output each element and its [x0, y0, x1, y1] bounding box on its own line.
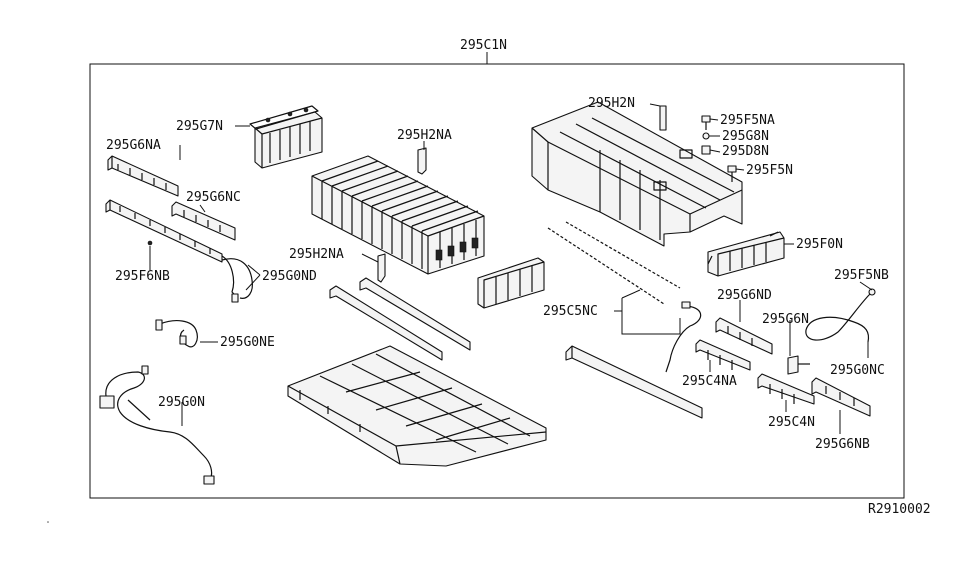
part-295g7n-bracket [249, 105, 323, 169]
label-top-295c1n: 295C1N [460, 38, 507, 53]
part-side-rail [565, 345, 703, 419]
part-long-rods [329, 277, 471, 361]
part-295g6na-bracket [107, 155, 179, 197]
part-lower-tray [287, 345, 547, 467]
leader-lines [149, 103, 873, 434]
part-295g6nd-bracket [715, 317, 773, 355]
part-battery-module-stack [311, 155, 485, 275]
label-295g8n: 295G8N [722, 129, 769, 144]
part-295g6nc-bracket [171, 201, 236, 241]
label-295c5nc: 295C5NC [543, 304, 598, 319]
part-295f0n-bracket [707, 231, 785, 277]
label-295c4n: 295C4N [768, 415, 815, 430]
label-295g0nd: 295G0ND [262, 269, 317, 284]
label-295h2na-mid: 295H2NA [289, 247, 344, 262]
label-295f6nb: 295F6NB [115, 269, 170, 284]
label-295c4na: 295C4NA [682, 374, 737, 389]
part-295c4n-bracket [757, 373, 815, 405]
label-295f0n: 295F0N [796, 237, 843, 252]
part-295c5nc-chains [547, 221, 681, 305]
label-295g0n: 295G0N [158, 395, 205, 410]
label-295f5n: 295F5N [746, 163, 793, 178]
part-295f6nb-rail [105, 199, 239, 303]
corner-dot [47, 521, 49, 523]
part-295g0n-harness [99, 365, 215, 485]
label-295g0ne: 295G0NE [220, 335, 275, 350]
diagram-frame [89, 63, 905, 499]
label-295d8n: 295D8N [722, 144, 769, 159]
reference-code: R2910002 [868, 502, 931, 517]
label-295f5na: 295F5NA [720, 113, 775, 128]
label-295g7n: 295G7N [176, 119, 223, 134]
part-295g0ne-harness [155, 319, 198, 348]
part-center-harness [665, 301, 702, 373]
label-295g6nc: 295G6NC [186, 190, 241, 205]
part-295g6nb-bracket [811, 377, 871, 417]
part-295c1n-upper-case [531, 101, 743, 247]
label-295g0nc: 295G0NC [830, 363, 885, 378]
label-295h2n: 295H2N [588, 96, 635, 111]
part-295g0nc-harness [805, 288, 876, 343]
part-295g0nd-harness [221, 258, 253, 299]
label-295g6nb: 295G6NB [815, 437, 870, 452]
part-295g6n-connector [787, 355, 810, 375]
part-end-bracket [477, 257, 545, 309]
label-295h2na-top: 295H2NA [397, 128, 452, 143]
part-295c4na-bracket [695, 339, 751, 371]
part-295h2n-tab [659, 105, 667, 131]
part-295h2na-top-bracket [417, 147, 427, 175]
label-295g6na: 295G6NA [106, 138, 161, 153]
part-295h2na-mid-bracket [377, 253, 386, 283]
label-295f5nb: 295F5NB [834, 268, 889, 283]
label-295g6n: 295G6N [762, 312, 809, 327]
label-295g6nd: 295G6ND [717, 288, 772, 303]
